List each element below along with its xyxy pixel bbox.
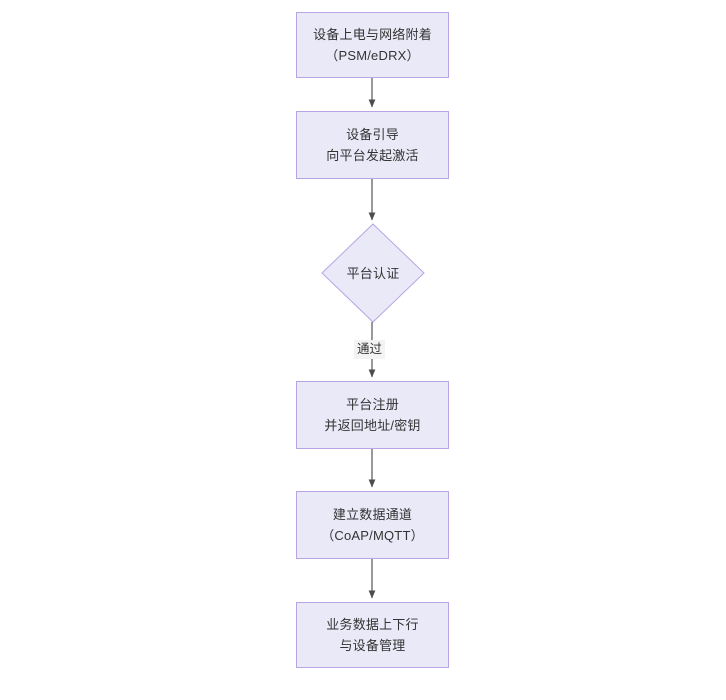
node-platform-auth-decision[interactable]: 平台认证 (322, 224, 424, 322)
node-label: 设备引导 向平台发起激活 (326, 127, 419, 163)
node-label: 设备上电与网络附着 （PSM/eDRX） (313, 27, 432, 63)
node-establish-data-channel[interactable]: 建立数据通道 （CoAP/MQTT） (296, 491, 449, 559)
node-device-power-on[interactable]: 设备上电与网络附着 （PSM/eDRX） (296, 12, 449, 78)
node-label: 业务数据上下行 与设备管理 (326, 617, 419, 653)
node-business-data-uplink-downlink[interactable]: 业务数据上下行 与设备管理 (296, 602, 449, 668)
node-platform-register[interactable]: 平台注册 并返回地址/密钥 (296, 381, 449, 449)
node-label: 建立数据通道 （CoAP/MQTT） (321, 507, 424, 543)
edge-label-pass: 通过 (354, 340, 386, 359)
node-label: 平台认证 (346, 265, 400, 281)
node-label: 平台注册 并返回地址/密钥 (324, 397, 421, 433)
node-device-bootstrap[interactable]: 设备引导 向平台发起激活 (296, 111, 449, 179)
